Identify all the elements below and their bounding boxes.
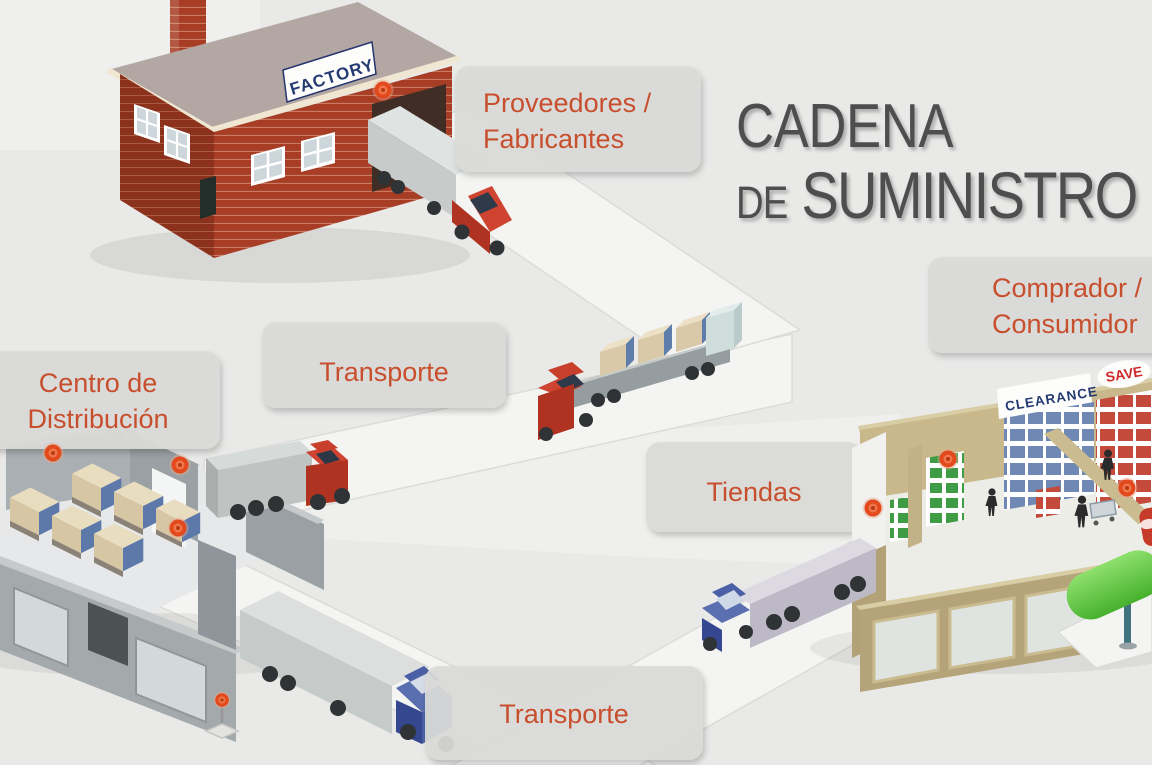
- truck-dc-dock: [206, 440, 350, 520]
- dc-door: [88, 602, 128, 666]
- store-shelf-blue: [1004, 402, 1094, 510]
- stage-label-transporte-1-text: Transporte: [319, 357, 449, 387]
- stage-label-tiendas-text: Tiendas: [706, 477, 801, 507]
- factory-roof: [108, 2, 460, 130]
- hotspot-marker-dc-1[interactable]: [42, 442, 64, 464]
- awning-pole: [1124, 596, 1131, 644]
- store: CLEARANCE SAVE: [810, 359, 1152, 692]
- title-line-2: DE SUMINISTRO: [736, 162, 1138, 228]
- stage-label-transporte-1: Transporte: [262, 322, 506, 408]
- stage-label-centro-line2: Distribución: [27, 404, 168, 434]
- store-display-red: [1036, 486, 1060, 518]
- hotspot-marker-dc-3[interactable]: [167, 517, 189, 539]
- stage-label-centro-distribucion: Centro de Distribución: [0, 351, 220, 449]
- title-de: DE: [736, 177, 788, 228]
- stage-label-comprador-line2: Consumidor: [992, 309, 1138, 339]
- diagram-title: CADENA DE SUMINISTRO: [736, 92, 1138, 229]
- title-suministro: SUMINISTRO: [801, 158, 1138, 232]
- store-shelf-green: [926, 451, 964, 527]
- hotspot-marker-store-2[interactable]: [862, 497, 884, 519]
- stage-label-centro-line1: Centro de: [39, 368, 158, 398]
- hotspot-markers: [42, 79, 1138, 739]
- truck-cargo-boxes: [600, 312, 710, 376]
- stage-label-comprador-consumidor: Comprador / Consumidor: [928, 257, 1152, 353]
- truck-cargo: [538, 302, 742, 441]
- factory-door: [200, 176, 216, 219]
- stage-label-proveedores: Proveedores / Fabricantes: [455, 66, 701, 172]
- store-partition-right: [1044, 428, 1152, 524]
- hotspot-marker-pin[interactable]: [204, 691, 240, 739]
- hotspot-marker-factory[interactable]: [372, 79, 394, 101]
- store-awning: [1066, 550, 1152, 620]
- save-sign: SAVE: [1097, 359, 1151, 389]
- stage-label-transporte-2-text: Transporte: [499, 699, 629, 729]
- hotspot-marker-store-1[interactable]: [937, 448, 959, 470]
- clearance-sign: CLEARANCE: [997, 373, 1099, 419]
- hotspot-marker-dc-2[interactable]: [169, 454, 191, 476]
- shopping-cart-icon: [1089, 499, 1117, 526]
- save-sign-text: SAVE: [1104, 363, 1143, 385]
- stage-label-tiendas: Tiendas: [646, 442, 862, 532]
- title-line-1: CADENA: [736, 92, 954, 161]
- store-partition-left: [908, 444, 922, 548]
- stage-label-proveedores-line2: Fabricantes: [483, 124, 624, 154]
- stage-label-proveedores-line1: Proveedores /: [483, 88, 652, 118]
- truck-store: [702, 538, 876, 652]
- stage-label-comprador-line1: Comprador /: [992, 273, 1143, 303]
- stage-label-transporte-2: Transporte: [425, 666, 703, 760]
- hotspot-marker-store-3[interactable]: [1116, 477, 1138, 499]
